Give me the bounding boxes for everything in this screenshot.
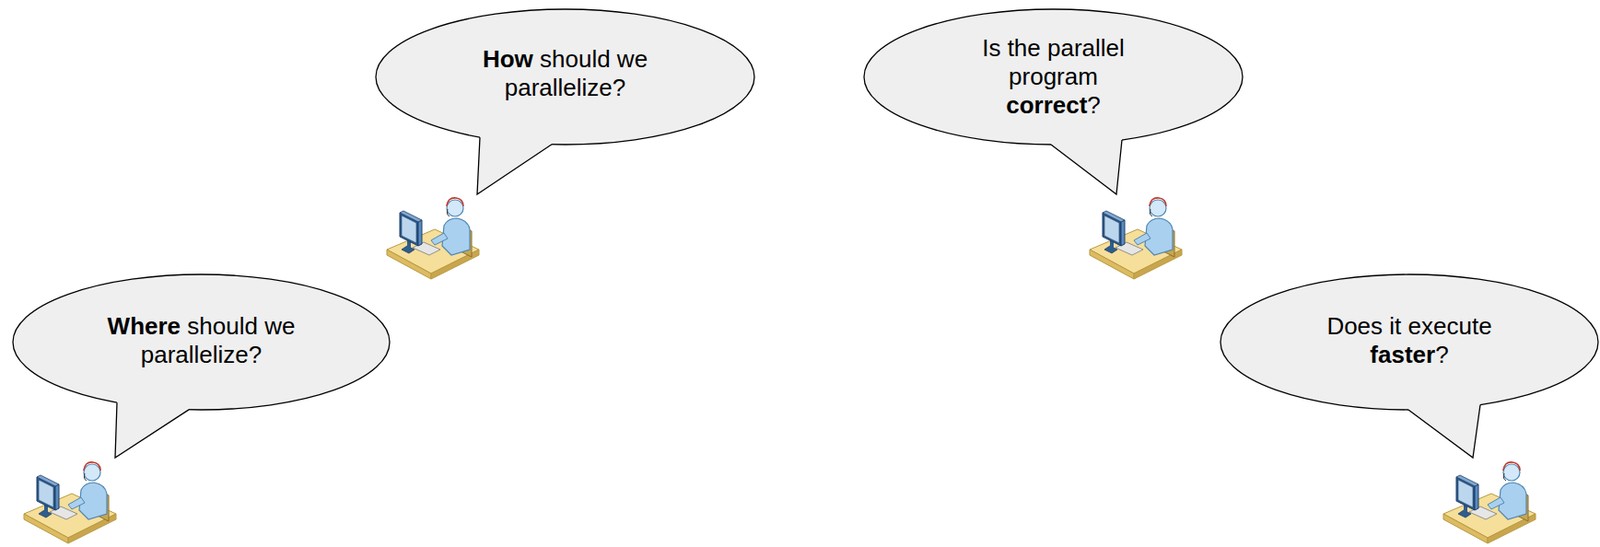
bubble-text: Is the parallel program correct? — [970, 34, 1137, 120]
speech-bubble: Does it execute faster? — [1219, 273, 1600, 411]
speech-bubble: How should we parallelize? — [374, 8, 756, 146]
person-icon — [386, 198, 479, 280]
speech-bubble: Where should we parallelize? — [11, 273, 391, 411]
bubble-text: How should we parallelize? — [455, 45, 677, 103]
person-icon — [23, 462, 117, 544]
bubble-text: Where should we parallelize? — [91, 312, 313, 370]
person-icon — [1089, 198, 1182, 280]
speech-bubble: Is the parallel program correct? — [863, 8, 1244, 146]
person-icon — [1443, 462, 1536, 544]
bubble-text: Does it execute faster? — [1298, 312, 1520, 370]
